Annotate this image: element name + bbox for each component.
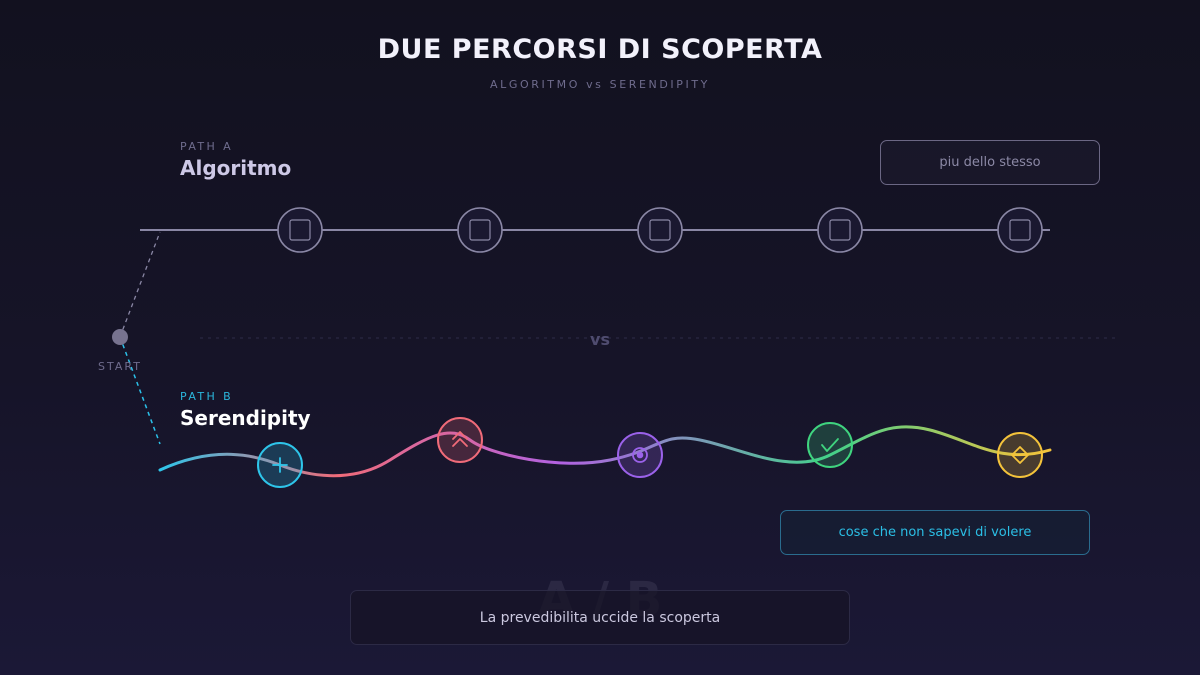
path-b-callout: cose che non sapevi di volere xyxy=(780,510,1090,555)
square-icon xyxy=(1009,219,1031,241)
path-b-title: Serendipity xyxy=(180,406,311,430)
page-title: DUE PERCORSI DI SCOPERTA xyxy=(377,34,823,65)
check-icon xyxy=(821,438,839,452)
path-a-node xyxy=(277,207,323,253)
chevrons-up-icon xyxy=(452,431,468,447)
path-b-node xyxy=(807,422,853,468)
path-a-kicker: PATH A xyxy=(180,140,234,153)
path-a-node xyxy=(637,207,683,253)
start-label: START xyxy=(98,360,142,373)
path-a-nodes xyxy=(277,207,1043,253)
start-dot xyxy=(112,329,128,345)
target-icon xyxy=(632,447,648,463)
path-b-kicker: PATH B xyxy=(180,390,234,403)
square-icon xyxy=(829,219,851,241)
path-b-node xyxy=(617,432,663,478)
path-a-node xyxy=(817,207,863,253)
path-a-node xyxy=(457,207,503,253)
square-icon xyxy=(289,219,311,241)
vs-label: vs xyxy=(590,330,610,349)
square-icon xyxy=(469,219,491,241)
path-b-node xyxy=(257,442,303,488)
start-connector-a xyxy=(119,231,161,338)
page-subtitle: ALGORITMO vs SERENDIPITY xyxy=(489,78,710,91)
path-b-wave xyxy=(158,425,1052,478)
start-connector-b xyxy=(119,336,161,445)
square-icon xyxy=(649,219,671,241)
path-a-callout: piu dello stesso xyxy=(880,140,1100,185)
path-a-title: Algoritmo xyxy=(180,156,292,180)
path-a-node xyxy=(997,207,1043,253)
footer-caption: La prevedibilita uccide la scoperta xyxy=(350,590,850,645)
plus-icon xyxy=(272,457,288,473)
path-b-node xyxy=(997,432,1043,478)
path-b-node xyxy=(437,417,483,463)
path-b-nodes xyxy=(257,417,1043,488)
diamond-icon xyxy=(1011,446,1029,464)
